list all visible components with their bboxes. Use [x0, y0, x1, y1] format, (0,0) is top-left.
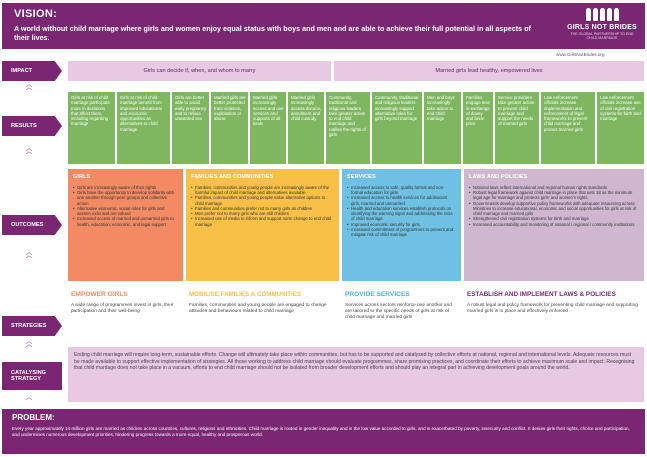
result-box: Married girls increasingly access divorc… — [288, 92, 324, 164]
result-box: Men and boys increasingly take action to… — [424, 92, 461, 164]
outcome-title: SERVICES — [347, 174, 376, 180]
label-catalysing-strategy: CATALYSING STRATEGY — [2, 362, 62, 390]
strategy-mobilise-families: MOBILISE FAMILIES & COMMUNITIES Families… — [186, 291, 339, 315]
label-results: RESULTS — [2, 116, 62, 136]
logo-name: GIRLS NOT BRIDES — [567, 24, 637, 31]
list-item: Increased access to health services for … — [347, 195, 456, 205]
catalysing-strategy-box: Ending child marriage will require long-… — [68, 347, 644, 402]
outcome-title: GIRLS — [73, 174, 91, 180]
problem-title: PROBLEM: — [12, 413, 55, 422]
chevron-up-icon: ︿︿ — [25, 338, 33, 349]
result-box: Law enforcement officials increase imple… — [541, 92, 595, 164]
list-item: Increased access of married and unmarrie… — [73, 216, 178, 226]
vision-title: VISION: — [14, 8, 58, 20]
strategy-text: Services across sectors reinforce one an… — [345, 303, 452, 320]
strategy-text: A wide range of programmes invest in gir… — [71, 303, 174, 314]
list-item: Increased commitment of programmes to pr… — [347, 227, 456, 237]
strategy-title: EMPOWER GIRLS — [71, 291, 128, 298]
list-item: Girls have the opportunity to develop so… — [73, 190, 178, 206]
chevron-up-icon: ︿︿ — [25, 81, 33, 92]
result-box: Families engage less in exchange of dowr… — [463, 92, 493, 164]
list-item: Improved economic security for girls — [347, 222, 456, 227]
result-box: Girls are better able to avoid early pre… — [172, 92, 209, 164]
strategy-text: A robust legal and policy framework for … — [467, 303, 638, 314]
label-impact: IMPACT — [2, 61, 62, 81]
vision-banner: VISION: A world without child marriage w… — [2, 3, 645, 49]
problem-text: Every year approximately 14 million girl… — [12, 426, 630, 437]
chevron-up-icon: ︿︿ — [25, 249, 33, 260]
list-item: Governments develop supportive policy fr… — [469, 201, 639, 217]
chevron-up-icon: ︿︿ — [25, 145, 33, 156]
result-box: Law enforcement officials increase use o… — [597, 92, 644, 164]
result-box: Girls at risk of child marriage particip… — [68, 92, 115, 164]
list-item: National laws reflect international and … — [469, 185, 639, 190]
vision-text: A world without child marriage where gir… — [14, 24, 531, 42]
outcome-laws-policies: LAWS AND POLICIES National laws reflect … — [464, 169, 644, 281]
strategy-text: Families, communities and young people a… — [189, 303, 327, 314]
outcome-girls: GIRLS Girls are increasingly aware of th… — [68, 169, 183, 281]
result-box: Community, traditional and religious lea… — [326, 92, 370, 164]
impact-box-healthy: Married girls lead healthy, empowered li… — [334, 61, 644, 81]
result-box: Girls at risk of child marriage benefit … — [117, 92, 170, 164]
catalysing-text: Ending child marriage will require long-… — [74, 352, 635, 372]
list-item: Increased access to safe, quality formal… — [347, 185, 456, 195]
result-box: Community, traditional and religious lea… — [372, 92, 422, 164]
list-item: Robust legal framework against child mar… — [469, 190, 639, 200]
list-item: Families and communities prefer not to m… — [191, 206, 334, 211]
outcome-title: FAMILIES AND COMMUNITIES — [191, 174, 274, 180]
result-box: Married girls are better protected from … — [211, 92, 248, 164]
list-item: Families, communities and young people a… — [191, 185, 334, 195]
strategy-title: ESTABLISH AND IMPLEMENT LAWS & POLICIES — [467, 291, 616, 298]
girls-figures-icon — [567, 8, 637, 22]
outcome-services: SERVICES Increased access to safe, quali… — [342, 169, 461, 281]
problem-banner: PROBLEM: Every year approximately 14 mil… — [2, 409, 645, 454]
strategy-empower-girls: EMPOWER GIRLS A wide range of programmes… — [68, 291, 183, 315]
list-item: Families, communities and young people v… — [191, 195, 334, 205]
impact-box-decide: Girls can decide if, when, and whom to m… — [68, 61, 331, 81]
outcome-title: LAWS AND POLICIES — [469, 174, 528, 180]
outcome-families-communities: FAMILIES AND COMMUNITIES Families, commu… — [186, 169, 339, 281]
list-item: Increased use of media to inform and sup… — [191, 216, 334, 226]
logo-tagline: THE GLOBAL PARTNERSHIP TO END CHILD MARR… — [570, 32, 634, 40]
list-item: Increased accountability and monitoring … — [469, 222, 639, 227]
list-item: Girls are increasingly aware of their ri… — [73, 185, 178, 190]
result-box: Service providers take greater action to… — [495, 92, 539, 164]
label-strategies: STRATEGIES — [2, 316, 62, 336]
strategy-title: MOBILISE FAMILIES & COMMUNITIES — [189, 291, 302, 298]
label-outcomes: OUTCOMES — [2, 215, 62, 235]
website-link[interactable]: www.GirlsNotBrides.org — [556, 52, 605, 57]
list-item: Health and education services establish … — [347, 206, 456, 222]
list-item: Strengthened civil registration systems … — [469, 216, 639, 221]
list-item: Men prefer not to marry girls who are st… — [191, 211, 334, 216]
strategy-provide-services: PROVIDE SERVICES Services across sectors… — [342, 291, 461, 321]
girls-not-brides-logo: GIRLS NOT BRIDES THE GLOBAL PARTNERSHIP … — [567, 8, 637, 44]
strategy-title: PROVIDE SERVICES — [345, 291, 410, 298]
result-box: Married girls increasingly access and us… — [250, 92, 286, 164]
strategy-laws-policies: ESTABLISH AND IMPLEMENT LAWS & POLICIES … — [464, 291, 644, 315]
chevron-up-icon: ︿ — [25, 394, 33, 401]
list-item: Alternative economic, social roles for g… — [73, 206, 178, 216]
